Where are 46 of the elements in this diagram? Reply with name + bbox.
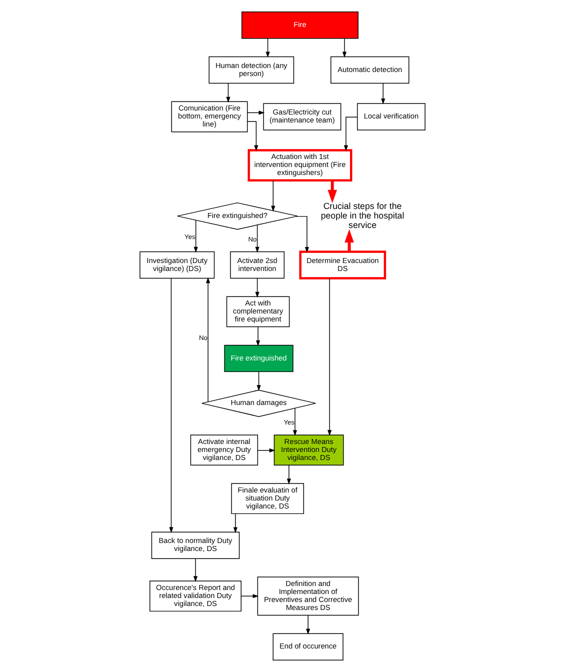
node-box: Back to normality Duty vigilance, DS bbox=[151, 532, 240, 559]
node-box: Activate internal emergency Duty vigilance, DS bbox=[190, 434, 258, 466]
node-box: Rescue Means Intervention Duty vigilance, DS bbox=[274, 434, 344, 466]
node-box: Act with complementary fire equipment bbox=[226, 296, 290, 328]
node-box: Local verification bbox=[357, 103, 426, 130]
node-box: Occurence's Report and related validation Duty vigilance, DS bbox=[150, 580, 242, 612]
arrow bbox=[169, 278, 174, 534]
arrow bbox=[240, 594, 259, 598]
arrow bbox=[381, 82, 386, 104]
arrow bbox=[292, 408, 298, 436]
node-text: Crucial steps for the people in the hospital service bbox=[320, 200, 404, 230]
arrow bbox=[226, 82, 230, 103]
node-box: Finale evaluatin of situation Duty vigilance, DS bbox=[231, 483, 304, 514]
node-box: Definition and Implementation of Preventives and Corrective Measures DS bbox=[257, 576, 359, 616]
arrow bbox=[194, 220, 198, 253]
node-diamond: Fire extinguished? bbox=[176, 202, 298, 230]
arrow bbox=[328, 180, 337, 204]
node-box: Activate 2sd intervention bbox=[230, 251, 285, 279]
arrow bbox=[266, 38, 270, 58]
arrow bbox=[255, 224, 260, 253]
arrow bbox=[344, 229, 354, 252]
node-box: Actuation with 1st intervention equipment (Fire extinguishers) bbox=[248, 149, 352, 182]
arrow bbox=[247, 110, 265, 115]
node-box: Investigation (Duty vigilance) (DS) bbox=[140, 251, 215, 279]
node-box: Gas/Electricity cut (maintenance team) bbox=[263, 103, 342, 130]
node-box: Fire bbox=[241, 12, 358, 39]
arrow bbox=[193, 558, 198, 582]
arrow bbox=[271, 180, 276, 212]
arrow bbox=[342, 38, 347, 58]
arrow bbox=[247, 121, 258, 152]
arrow bbox=[286, 464, 291, 484]
node-box: Fire extinguished bbox=[224, 344, 294, 372]
node-box: Automatic detection bbox=[330, 56, 410, 84]
arrow bbox=[206, 277, 210, 402]
node-box: Determine Evacuation DS bbox=[299, 250, 386, 280]
node-box: End of occurence bbox=[272, 633, 344, 660]
arrow bbox=[328, 278, 332, 436]
arrow bbox=[233, 514, 238, 534]
arrow bbox=[258, 448, 276, 452]
node-box: Human detection (any person) bbox=[208, 56, 294, 84]
node-box: Comunication (Fire bottom, emergency line) bbox=[171, 101, 248, 132]
arrow bbox=[306, 614, 310, 635]
arrow bbox=[256, 372, 261, 391]
arrow bbox=[256, 326, 260, 346]
arrow bbox=[255, 278, 260, 298]
node-diamond: Human damages bbox=[202, 390, 316, 417]
